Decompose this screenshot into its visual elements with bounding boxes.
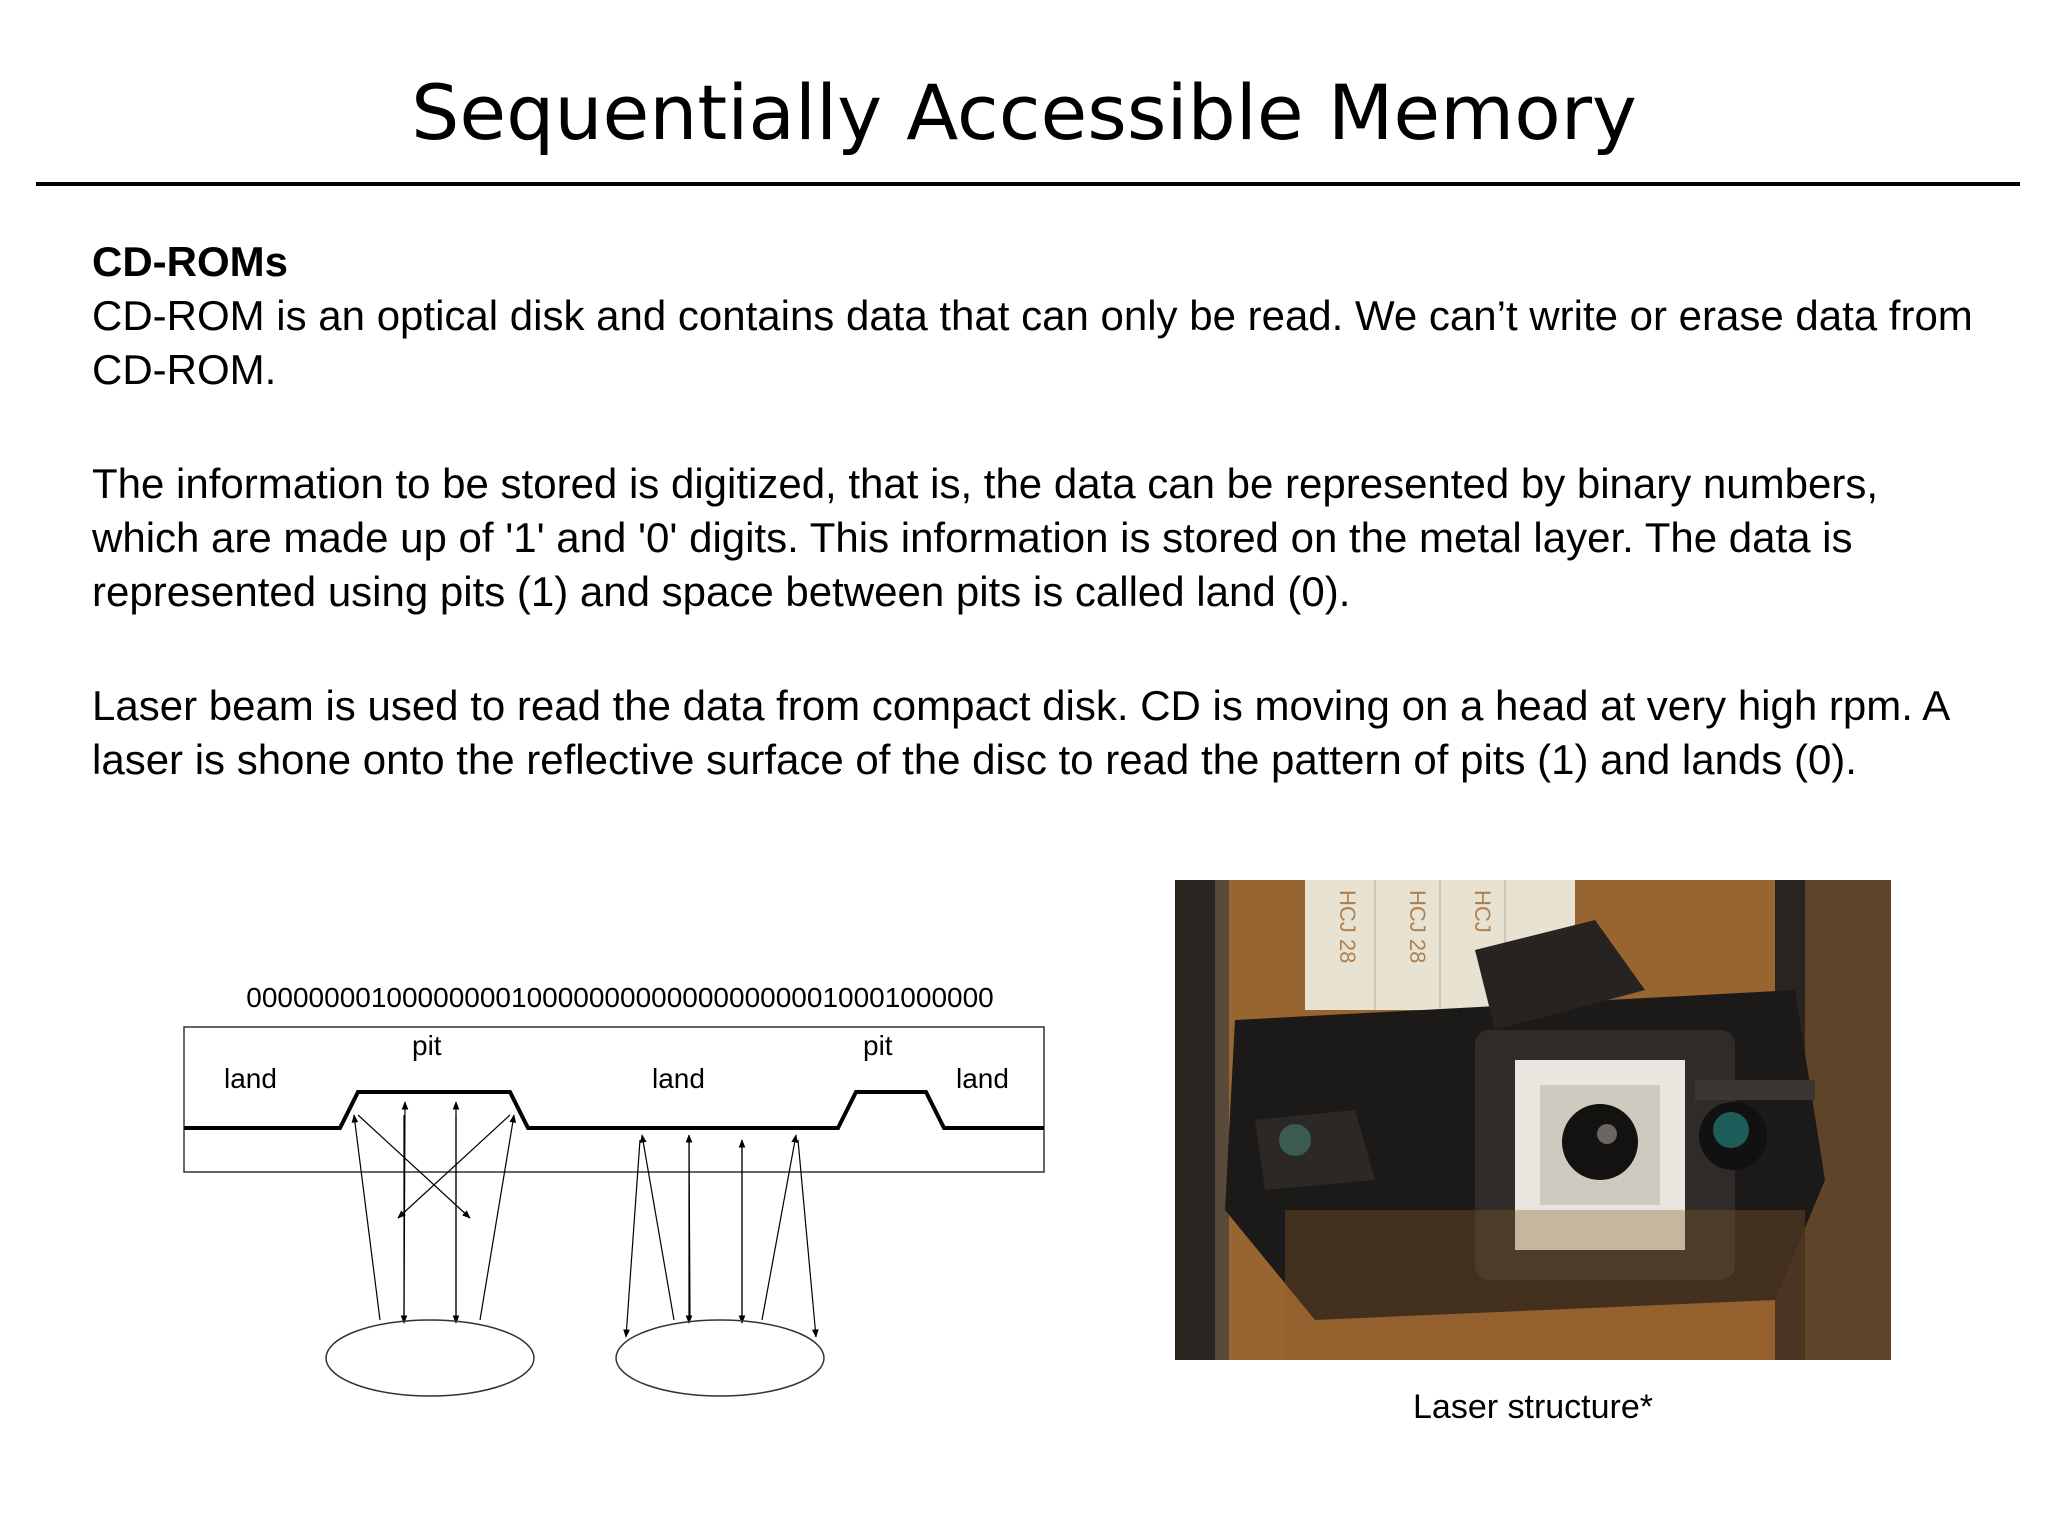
lens-left xyxy=(325,1319,535,1397)
label-pit-right: pit xyxy=(863,1030,893,1061)
slide-title: Sequentially Accessible Memory xyxy=(411,68,1637,157)
disc-surface-profile xyxy=(184,1090,1044,1130)
label-land-right: land xyxy=(956,1063,1009,1094)
label-land-left: land xyxy=(224,1063,277,1094)
title-divider xyxy=(36,182,2020,186)
label-pit-left: pit xyxy=(412,1030,442,1061)
ribbon-print-1: HCJ 28 xyxy=(1335,890,1360,963)
bit-sequence: 0000000010000000010000000000000000000100… xyxy=(246,982,993,1013)
paragraph-laser-reading: Laser beam is used to read the data from… xyxy=(92,682,1948,783)
ribbon-print-3: HCJ xyxy=(1470,890,1495,933)
laser-rays-left xyxy=(351,1101,517,1324)
ribbon-print-2: HCJ 28 xyxy=(1405,890,1430,963)
photo-caption: Laser structure* xyxy=(1413,1388,1653,1426)
disc-layer-box xyxy=(183,1026,1045,1173)
laser-structure-photo: HCJ 28 HCJ 28 HCJ xyxy=(1175,880,1891,1360)
paragraph-cdrom-definition: CD-ROM is an optical disk and contains d… xyxy=(92,292,1973,393)
slide-body: CD-ROMs CD-ROM is an optical disk and co… xyxy=(92,235,1982,787)
section-heading: CD-ROMs xyxy=(92,238,288,285)
label-land-middle: land xyxy=(652,1063,705,1094)
paragraph-digitized-data: The information to be stored is digitize… xyxy=(92,460,1879,615)
pit-land-diagram: 0000000010000000010000000000000000000100… xyxy=(183,982,1045,1397)
lens-right xyxy=(615,1319,825,1397)
laser-rays-right xyxy=(623,1134,819,1338)
